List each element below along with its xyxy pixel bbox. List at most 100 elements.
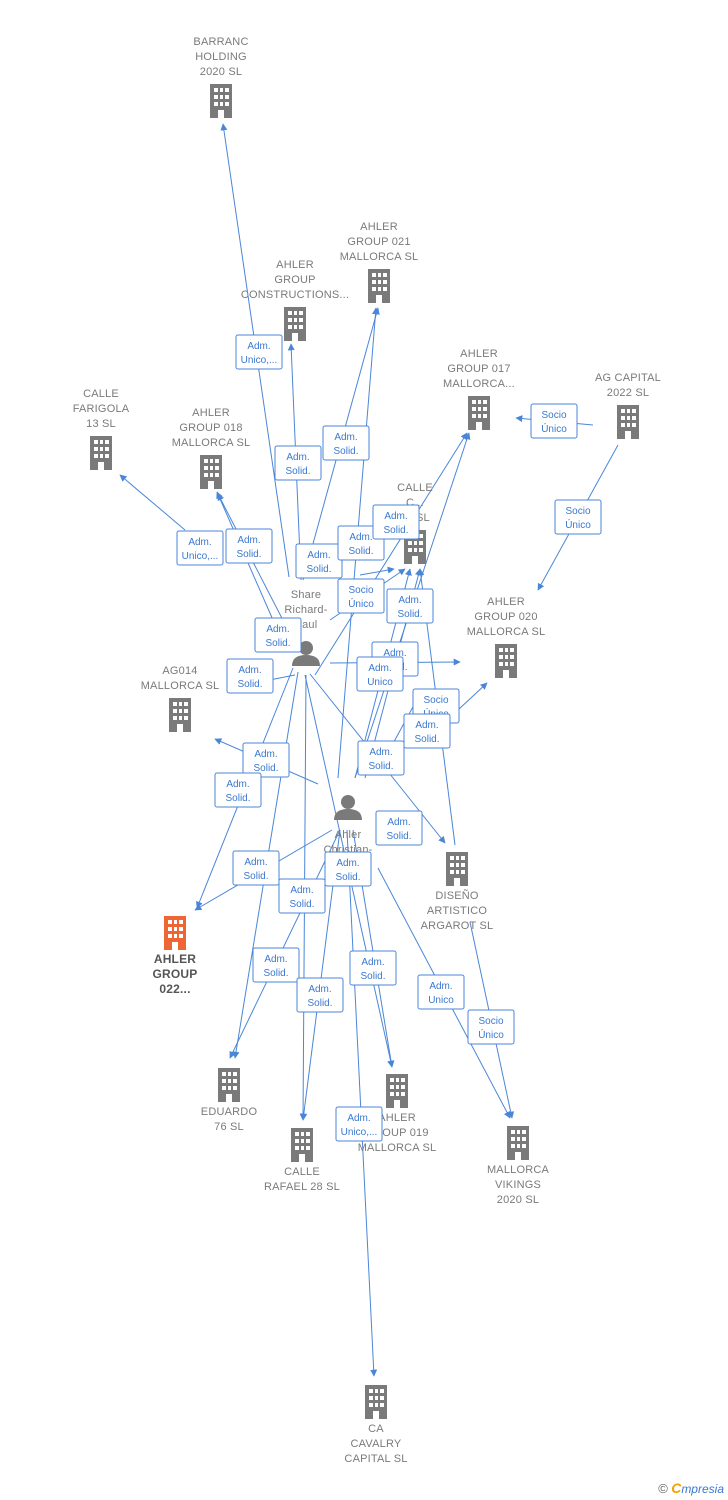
node-label-line: AHLER xyxy=(460,348,498,360)
node-label-line: Share xyxy=(291,589,321,601)
node-label-line: CONSTRUCTIONS... xyxy=(241,289,349,301)
company-node-ahler022[interactable]: AHLERGROUP022... xyxy=(152,916,197,996)
edge-line xyxy=(359,566,395,576)
edge-role-label: Adm.Solid. xyxy=(372,504,420,540)
edge-line xyxy=(229,829,341,1059)
edge-line xyxy=(314,432,468,676)
edge-role-text: Solid. xyxy=(335,872,360,883)
edge-role-text: Solid. xyxy=(237,679,262,690)
edge-role-label: Adm.Solid. xyxy=(375,810,423,846)
edge-role-text: Adm. xyxy=(361,957,384,968)
edge-role-text: Adm. xyxy=(384,511,407,522)
edge-role-text: Unico xyxy=(428,995,454,1006)
edge-role-text: Adm. xyxy=(188,537,211,548)
edge-role-label: Adm.Solid. xyxy=(242,742,290,778)
node-label-line: AHLER xyxy=(360,221,398,233)
company-node-barranc[interactable]: BARRANC HOLDING 2020 SL xyxy=(193,36,248,118)
edge-role-text: Adm. xyxy=(286,452,309,463)
building-icon xyxy=(291,1128,313,1162)
edge-role-text: Adm. xyxy=(264,954,287,965)
edge-role-text: Socio xyxy=(348,585,373,596)
node-label-line: CAPITAL SL xyxy=(344,1453,407,1465)
company-node-ahlerconst[interactable]: AHLERGROUPCONSTRUCTIONS... xyxy=(241,259,349,341)
edge-role-text: Solid. xyxy=(333,446,358,457)
edge-role-text: Adm. xyxy=(290,885,313,896)
edge-role-text: Solid. xyxy=(306,564,331,575)
building-icon xyxy=(617,405,639,439)
node-label-line: 2020 SL xyxy=(200,66,242,78)
brand-logo-initial: C xyxy=(671,1480,682,1496)
node-label-line: HOLDING xyxy=(195,51,247,63)
edge-role-text: Adm. xyxy=(308,984,331,995)
edge-role-text: Adm. xyxy=(349,532,372,543)
node-label-line: AG CAPITAL xyxy=(595,372,661,384)
edge-role-text: Adm. xyxy=(398,595,421,606)
node-label-line: ARTISTICO xyxy=(427,905,488,917)
building-icon xyxy=(386,1074,408,1108)
brand-name: mpresia xyxy=(681,1482,724,1496)
edge-role-text: Adm. xyxy=(244,857,267,868)
edge-role-text: Unico,... xyxy=(182,551,219,562)
node-label-line: 13 SL xyxy=(86,418,116,430)
node-label-line: GROUP 018 xyxy=(179,422,242,434)
company-node-agcapital[interactable]: AG CAPITAL 2022 SL xyxy=(595,372,661,439)
edge-role-text: Adm. xyxy=(336,858,359,869)
edge-role-text: Adm. xyxy=(334,432,357,443)
node-label-line: BARRANC xyxy=(193,36,248,48)
node-label-line: AHLER xyxy=(276,259,314,271)
edge-role-text: Solid. xyxy=(307,998,332,1009)
edge-role-text: Solid. xyxy=(285,466,310,477)
edge-role-label: Adm.Solid. xyxy=(226,658,274,694)
edge-role-label: Adm.Unico,... xyxy=(335,1106,383,1142)
edge-role-text: Solid. xyxy=(289,899,314,910)
edge-role-text: Adm. xyxy=(254,749,277,760)
edge-role-label: Adm. Unico,... xyxy=(176,530,224,566)
edge-role-text: Solid. xyxy=(263,968,288,979)
building-icon xyxy=(446,852,468,886)
node-label-line: Ahler xyxy=(335,829,362,841)
node-label-line: AG014 xyxy=(162,665,197,677)
edge-role-text: Solid. xyxy=(236,549,261,560)
edge-role-text: Adm. xyxy=(368,663,391,674)
node-label-line: MALLORCA SL xyxy=(358,1142,437,1154)
edge-role-label: Adm. Solid. xyxy=(322,425,370,461)
node-label-line: 2020 SL xyxy=(497,1194,539,1206)
edge-role-label: Adm. Solid. xyxy=(274,445,322,481)
edge-role-label: Adm.Solid. xyxy=(349,950,397,986)
node-label-line: 2022 SL xyxy=(607,387,649,399)
node-label-line: CAVALRY xyxy=(351,1438,402,1450)
edge-role-text: Adm. xyxy=(237,535,260,546)
building-icon xyxy=(164,916,186,950)
node-label-line: FARIGOLA xyxy=(73,403,130,415)
edge-role-label: Adm. Solid. xyxy=(324,851,372,887)
edge-role-label: Adm. Solid. xyxy=(296,977,344,1013)
node-label-line: MALLORCA... xyxy=(443,378,515,390)
edge-line xyxy=(119,474,186,531)
edge-role-label: Adm.Solid. xyxy=(295,543,343,579)
edge-role-label: Adm. Solid. xyxy=(278,878,326,914)
node-label-line: RAFAEL 28 SL xyxy=(264,1181,340,1193)
building-icon xyxy=(169,698,191,732)
edge-role-text: Adm. xyxy=(387,817,410,828)
node-label-line: ARGAROT SL xyxy=(421,920,494,932)
edge-labels-layer: Adm. Unico,... Adm. Solid. Adm. Solid. SocioÚn… xyxy=(176,334,602,1142)
edge-role-text: Solid. xyxy=(368,761,393,772)
node-label-line: 022... xyxy=(159,982,190,996)
edge-role-text: Socio xyxy=(541,410,566,421)
node-label-line: GROUP xyxy=(152,967,197,981)
